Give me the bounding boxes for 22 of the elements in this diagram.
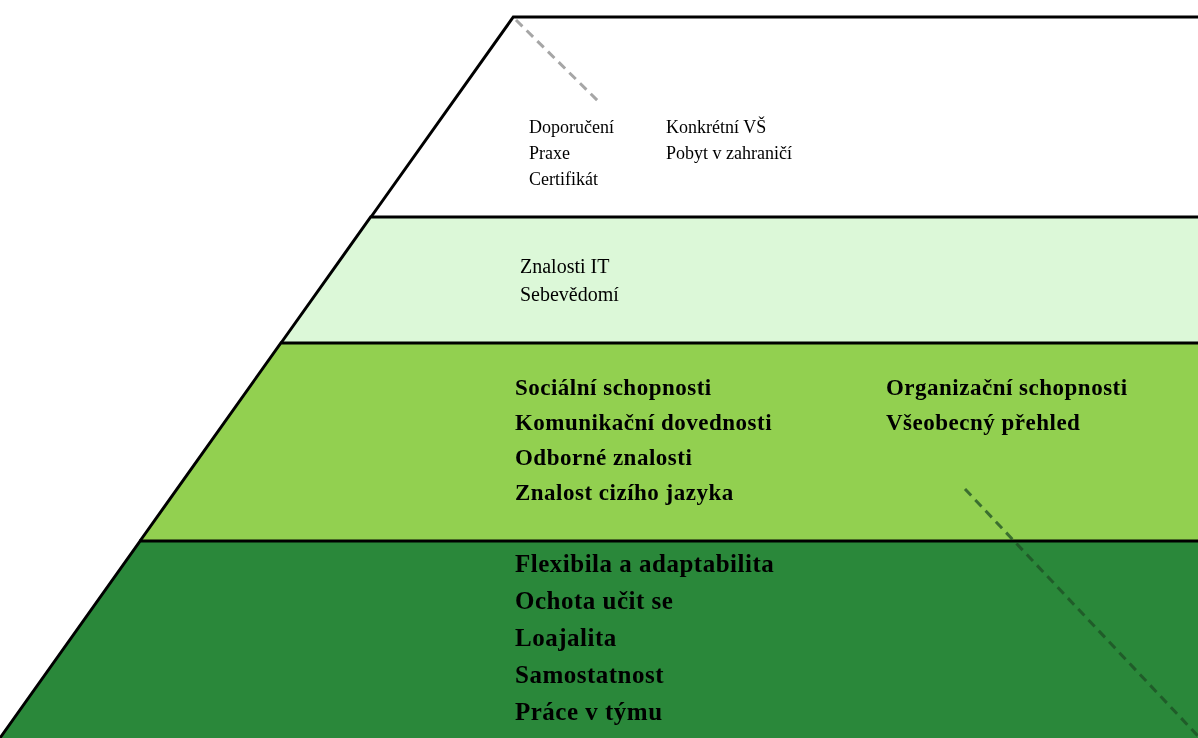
tier-item-text: Znalost cizího jazyka [515, 480, 734, 506]
tier-item-text: Samostatnost [515, 661, 665, 689]
tier-item-text: Ochota učit se [515, 587, 674, 615]
tier-item-text: Komunikační dovednosti [515, 410, 773, 436]
tier-item-text: Znalosti IT [520, 255, 610, 277]
tier-item-text: Loajalita [515, 624, 617, 652]
tier-item-text: Všeobecný přehled [886, 410, 1081, 436]
tier-item-text: Doporučení [529, 118, 614, 138]
tier-item-text: Sociální schopnosti [515, 375, 712, 401]
tier-item-text: Konkrétní VŠ [666, 118, 767, 138]
tier-item-text: Práce v týmu [515, 698, 663, 726]
tier-item-text: Organizační schopnosti [886, 375, 1128, 401]
tier-item-text: Certifikát [529, 170, 598, 190]
tier-item-text: Flexibila a adaptabilita [515, 550, 775, 578]
pyramid-tier [0, 541, 1198, 738]
tier-item-text: Sebevědomí [520, 283, 619, 305]
tier-item-text: Praxe [529, 144, 570, 164]
pyramid-tier [281, 217, 1198, 343]
tier-item-text: Pobyt v zahraničí [666, 144, 792, 164]
pyramid-tier [140, 343, 1198, 541]
pyramid-tier [370, 17, 1198, 217]
tier-item-text: Odborné znalosti [515, 445, 693, 471]
